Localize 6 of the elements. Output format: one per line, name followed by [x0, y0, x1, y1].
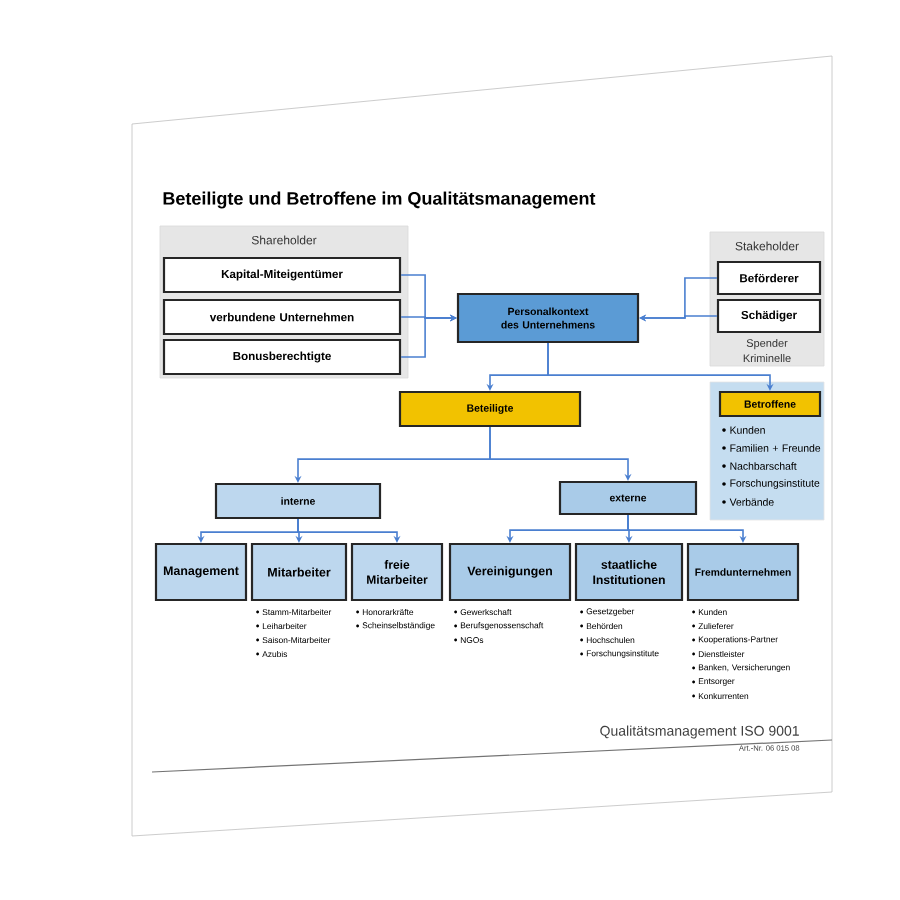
title: Beteiligte und Betroffene im Qualitätsmanagement — [163, 191, 596, 209]
arrow — [400, 314, 457, 358]
arrow — [627, 514, 747, 543]
arrow — [297, 518, 401, 543]
arrow — [489, 426, 632, 481]
arrow — [547, 342, 774, 391]
